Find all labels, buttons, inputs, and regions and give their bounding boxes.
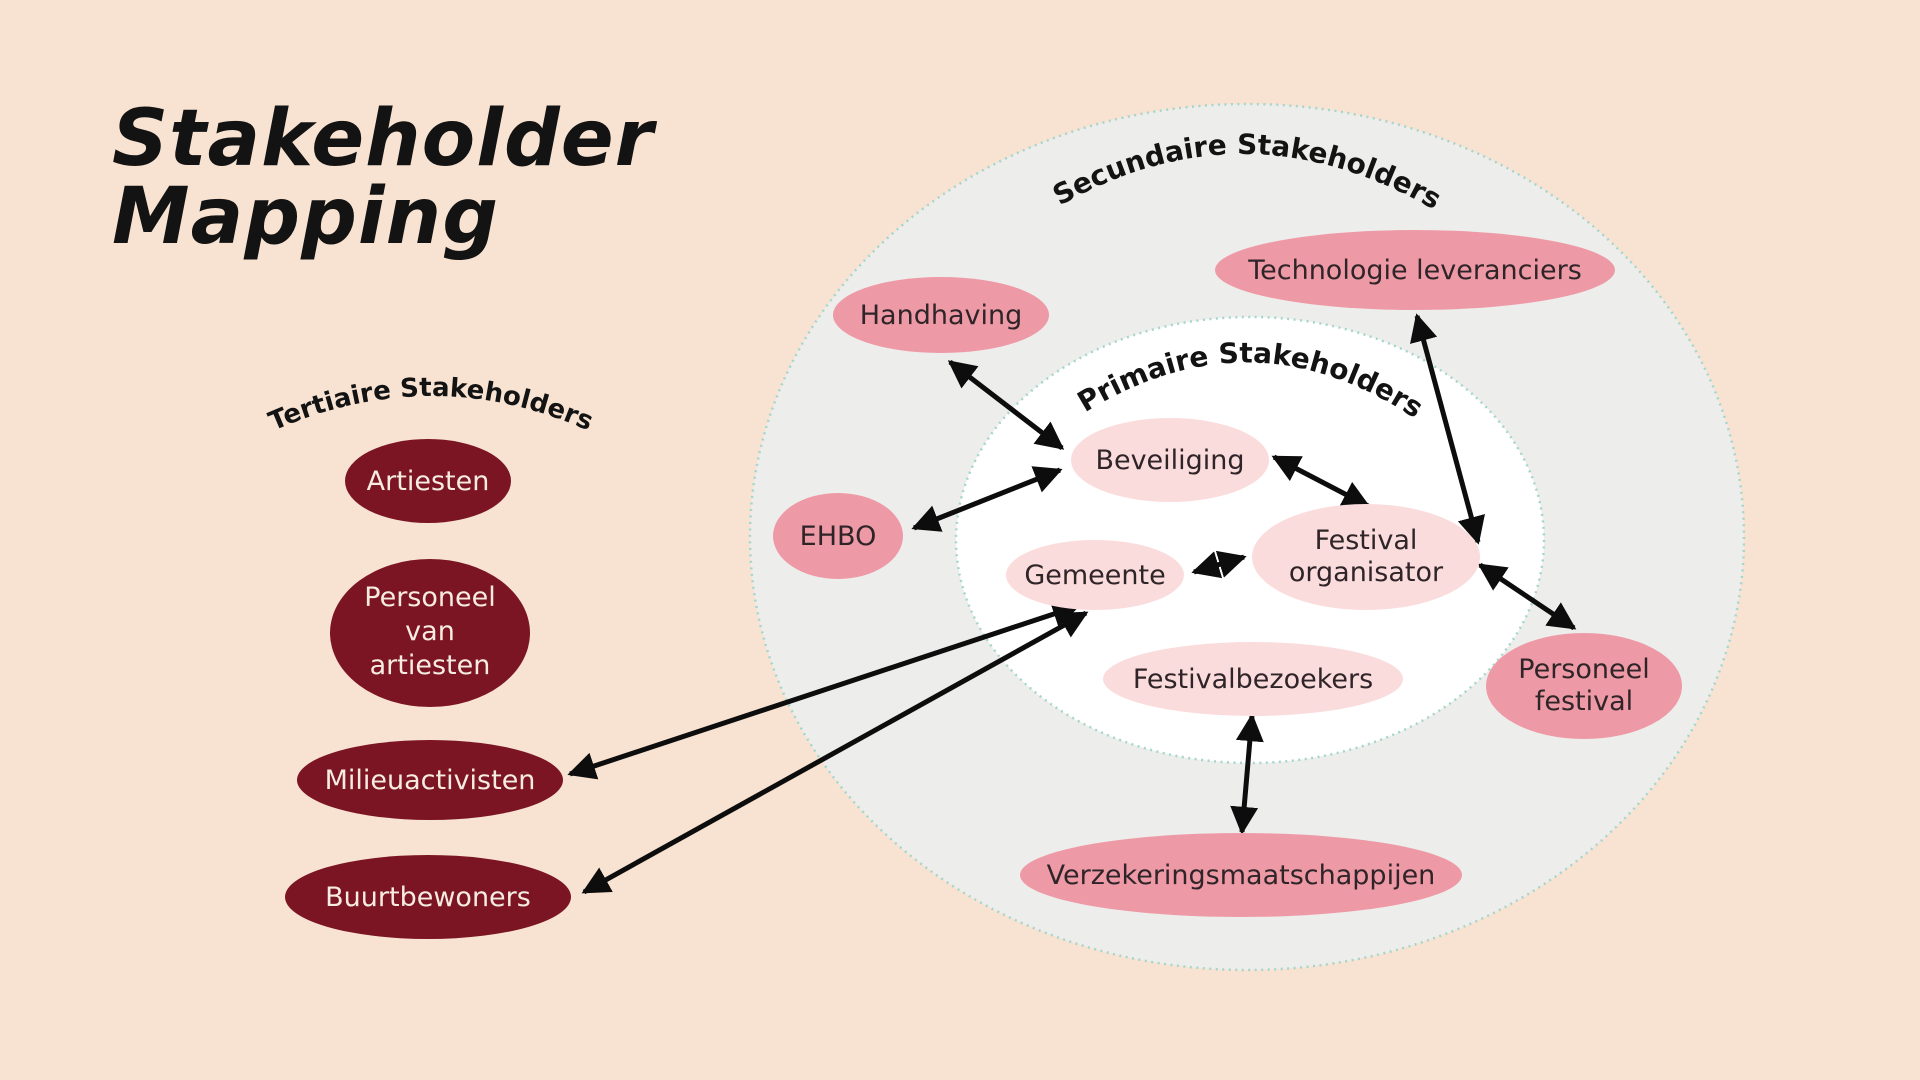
- edge-technologieleveranciers-festivalorganisator: [1410, 313, 1485, 545]
- svg-text:EHBO: EHBO: [800, 521, 877, 552]
- edge-festivalorganisator-personeelfestival: [1477, 562, 1577, 631]
- svg-text:van: van: [405, 616, 455, 647]
- page-title: Stakeholder Mapping: [112, 100, 654, 256]
- svg-text:Personeel: Personeel: [1518, 654, 1649, 685]
- svg-text:Beveiliging: Beveiliging: [1095, 445, 1244, 476]
- node-buurtbewoners: Buurtbewoners: [285, 855, 571, 939]
- edge-ehbo-beveiliging: [911, 466, 1063, 532]
- node-ehbo: EHBO: [773, 493, 903, 579]
- edge-gemeente-buurtbewoners: [581, 610, 1089, 895]
- svg-text:festival: festival: [1535, 686, 1633, 717]
- svg-text:Handhaving: Handhaving: [860, 300, 1023, 331]
- svg-text:Milieuactivisten: Milieuactivisten: [325, 765, 536, 796]
- node-technologie-leveranciers: Technologie leveranciers: [1215, 230, 1615, 310]
- node-gemeente: Gemeente: [1006, 540, 1184, 610]
- svg-text:Personeel: Personeel: [364, 582, 495, 613]
- svg-text:Artiesten: Artiesten: [367, 466, 490, 497]
- svg-text:Gemeente: Gemeente: [1024, 560, 1165, 591]
- node-milieuactivisten: Milieuactivisten: [297, 740, 563, 820]
- page-title-line1: Stakeholder: [112, 94, 655, 184]
- node-artiesten: Artiesten: [345, 439, 511, 523]
- edge-handhaving-beveiliging: [947, 360, 1065, 450]
- edges: [567, 313, 1577, 895]
- node-personeel-van-artiesten: Personeel van artiesten: [330, 559, 530, 707]
- edge-beveiliging-festivalorganisator: [1271, 454, 1371, 509]
- node-verzekeringsmaatschappijen: Verzekeringsmaatschappijen: [1020, 833, 1462, 917]
- edge-gemeente-festivalorganisator: [1191, 550, 1247, 579]
- svg-text:Festivalbezoekers: Festivalbezoekers: [1133, 664, 1373, 695]
- edge-festivalbezoekers-verzekeringsmaatschappijen: [1230, 713, 1264, 835]
- page-title-line2: Mapping: [112, 172, 500, 262]
- node-beveiliging: Beveiliging: [1071, 418, 1269, 502]
- svg-text:Verzekeringsmaatschappijen: Verzekeringsmaatschappijen: [1047, 860, 1436, 891]
- node-personeel-festival: Personeel festival: [1486, 633, 1682, 739]
- svg-text:Buurtbewoners: Buurtbewoners: [325, 882, 531, 913]
- svg-text:Technologie leveranciers: Technologie leveranciers: [1247, 255, 1582, 286]
- primary-stakeholders-zone: [954, 315, 1546, 765]
- svg-text:artiesten: artiesten: [370, 650, 491, 681]
- svg-text:organisator: organisator: [1289, 557, 1444, 588]
- svg-text:Festival: Festival: [1315, 525, 1418, 556]
- node-handhaving: Handhaving: [833, 277, 1049, 353]
- tertiary-zone-label: Tertiaire Stakeholders: [265, 373, 598, 437]
- node-festivalbezoekers: Festivalbezoekers: [1103, 642, 1403, 716]
- node-festival-organisator: Festival organisator: [1252, 504, 1480, 610]
